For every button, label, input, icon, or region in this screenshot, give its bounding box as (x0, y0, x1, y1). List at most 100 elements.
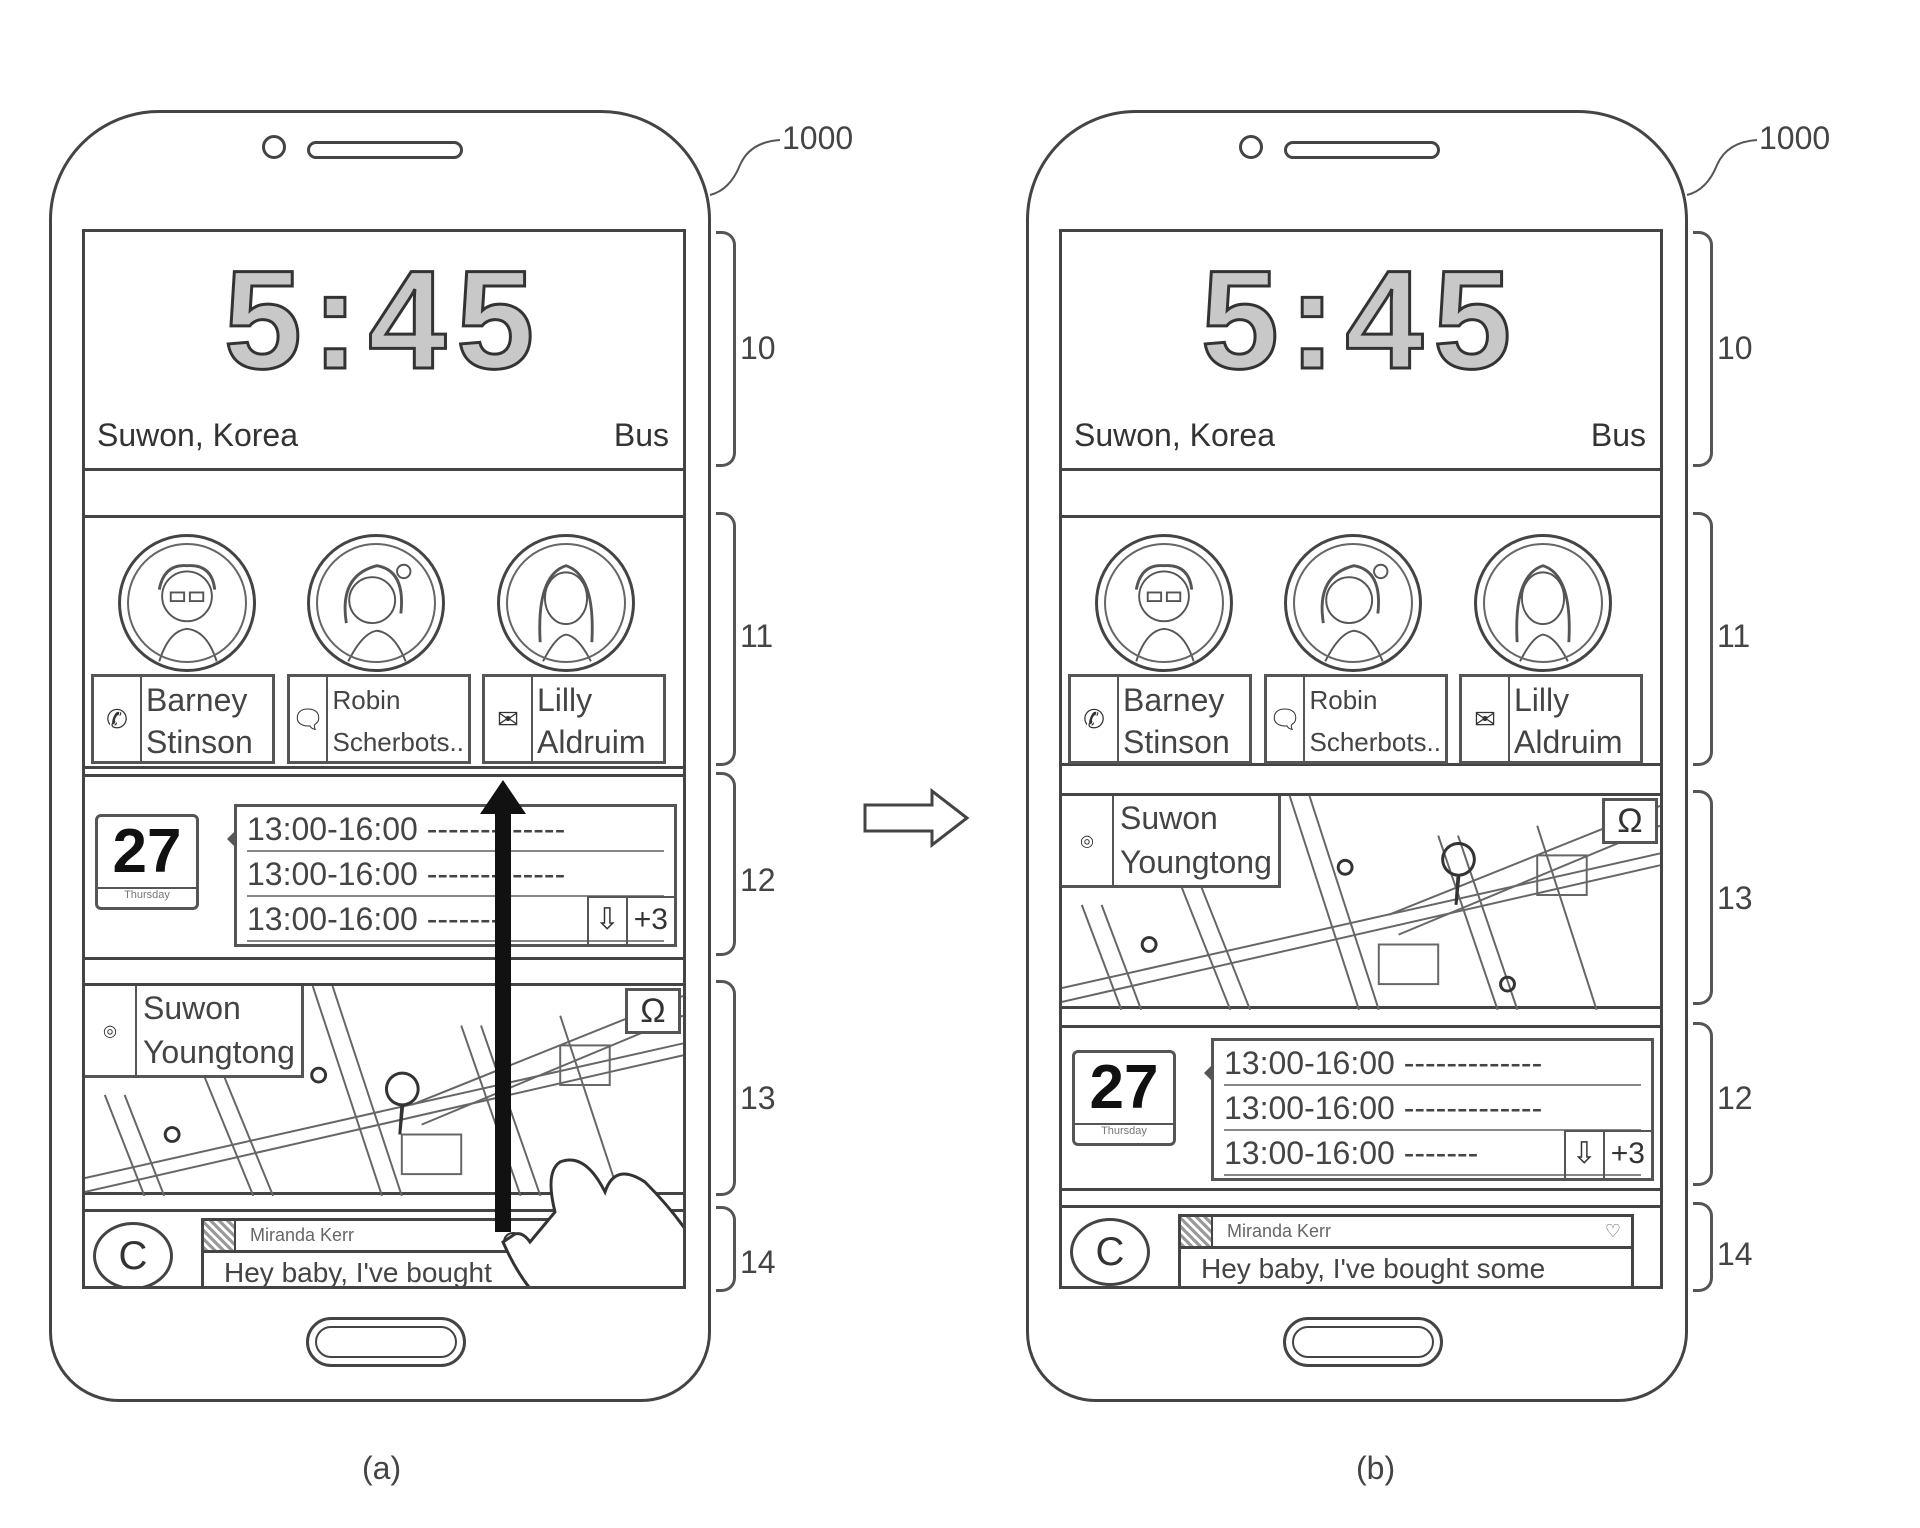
clock-time: 5:45 (222, 240, 545, 400)
date-day: 27 (1089, 1053, 1159, 1122)
contact-last-name: Stinson (1123, 724, 1230, 760)
section-label: 14 (740, 1244, 776, 1280)
brace (1693, 231, 1713, 467)
brace (1693, 790, 1713, 1005)
avatar[interactable] (118, 534, 256, 672)
phone-icon: ✆ (94, 677, 142, 761)
brace (1693, 1202, 1713, 1292)
avatar[interactable] (1284, 534, 1422, 672)
contact-first-name: Robin (332, 685, 401, 715)
camera (1239, 135, 1263, 159)
contact-first-name: Barney (1123, 682, 1225, 718)
map-view[interactable] (1062, 796, 1660, 1010)
message-sender: Miranda Kerr (250, 1225, 355, 1245)
expand-down-icon[interactable]: ⇩ (1563, 1132, 1603, 1178)
widget-message[interactable]: C Miranda Kerr♡Hey baby, I've bought som… (1062, 1205, 1660, 1286)
sender-avatar (1181, 1217, 1213, 1246)
contact-last-name: Scherbots.. (332, 727, 464, 757)
schedule-list: 13:00-16:00 ------------- 13:00-16:00 --… (227, 804, 677, 947)
event-row[interactable]: 13:00-16:00 ------------- (247, 852, 664, 897)
caption-a: (a) (362, 1450, 402, 1486)
chat-c-icon: C (1070, 1218, 1150, 1286)
location-pin-icon: ◎ (85, 986, 137, 1075)
ref-numeral: 1000 (782, 120, 854, 156)
message-text: Hey baby, I've bought (224, 1257, 492, 1288)
place-line2: Youngtong (143, 1034, 295, 1070)
contact-last-name: Stinson (146, 724, 253, 760)
location-pin-icon: ◎ (1062, 796, 1114, 885)
home-button[interactable] (1283, 1317, 1443, 1367)
speaker (1284, 141, 1440, 159)
section-label: 13 (1717, 880, 1753, 916)
avatar[interactable] (307, 534, 445, 672)
chat-icon: 🗨 (290, 677, 329, 761)
expand-down-icon[interactable]: ⇩ (586, 898, 626, 944)
event-row[interactable]: 13:00-16:00 ------- (247, 897, 664, 942)
contact-first-name: Robin (1309, 685, 1378, 715)
event-row[interactable]: 13:00-16:00 ------------- (1224, 1086, 1641, 1131)
contact-first-name: Barney (146, 682, 248, 718)
leader-line (709, 139, 781, 196)
transition-arrow-icon (863, 788, 970, 848)
refresh-icon[interactable]: Ω (625, 988, 681, 1034)
section-label: 12 (740, 862, 776, 898)
section-label: 12 (1717, 1080, 1753, 1116)
more-count[interactable]: +3 (625, 898, 674, 944)
widget-clock[interactable]: 5:45 Suwon, Korea Bus (1062, 232, 1660, 471)
event-row[interactable]: 13:00-16:00 ------------- (247, 807, 664, 852)
brace (1693, 512, 1713, 766)
camera (262, 135, 286, 159)
message-sender: Miranda Kerr (1227, 1221, 1332, 1241)
refresh-icon[interactable]: Ω (1602, 798, 1658, 844)
contact-last-name: Aldruim (1514, 724, 1623, 760)
avatar[interactable] (1474, 534, 1612, 672)
home-button[interactable] (306, 1317, 466, 1367)
schedule-list: 13:00-16:00 ------------- 13:00-16:00 --… (1204, 1038, 1654, 1181)
contact-last-name: Scherbots.. (1309, 727, 1441, 757)
message-card[interactable]: Miranda Kerr♡Hey baby, I've bought some (1178, 1214, 1634, 1286)
date-weekday: Thursday (98, 887, 196, 901)
section-label: 11 (740, 618, 774, 654)
avatar[interactable] (1095, 534, 1233, 672)
city-label: Suwon, Korea (97, 417, 299, 453)
brace (716, 512, 736, 766)
date-day: 27 (112, 817, 182, 886)
heart-bubble-icon[interactable]: ♡ (1604, 1221, 1621, 1241)
section-label: 10 (740, 330, 776, 366)
section-label: 11 (1717, 618, 1751, 654)
avatar[interactable] (497, 534, 635, 672)
phone-icon: ✆ (1071, 677, 1119, 761)
speaker (307, 141, 463, 159)
widget-clock[interactable]: 5:45 Suwon, Korea Bus (85, 232, 683, 471)
event-row[interactable]: 13:00-16:00 ------- (1224, 1131, 1641, 1176)
event-row[interactable]: 13:00-16:00 ------------- (1224, 1041, 1641, 1086)
brace (716, 1206, 736, 1292)
section-label: 13 (740, 1080, 776, 1116)
clock-time: 5:45 (1199, 240, 1522, 400)
brace (716, 772, 736, 956)
section-label: 14 (1717, 1236, 1753, 1272)
sender-avatar (204, 1221, 236, 1250)
brace (716, 231, 736, 467)
more-count[interactable]: +3 (1602, 1132, 1651, 1178)
mail-icon: ✉ (485, 677, 533, 761)
